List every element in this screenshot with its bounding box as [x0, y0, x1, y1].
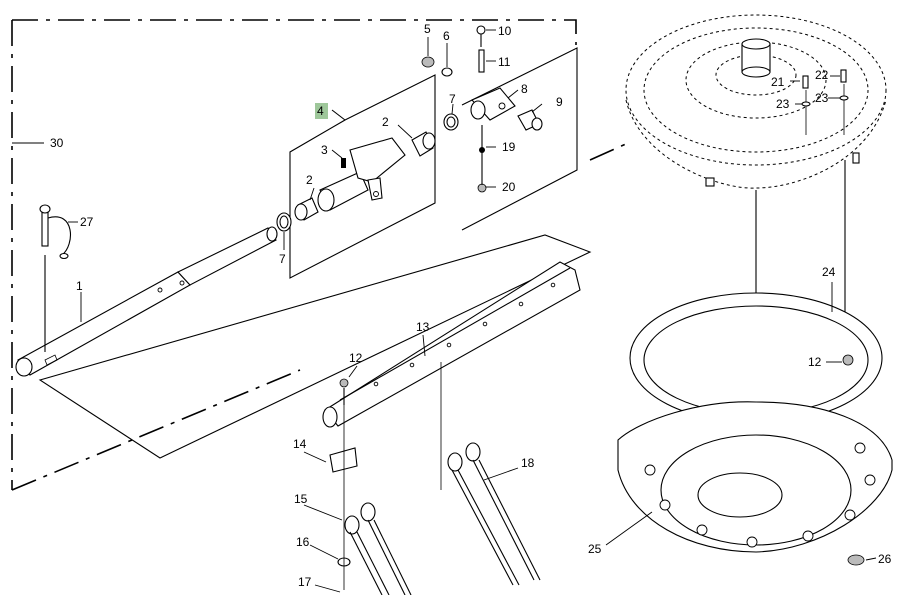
callout-13: 13	[416, 320, 430, 334]
callout-23-left: 23	[776, 97, 790, 111]
linch-pin-27	[39, 204, 71, 260]
bracket-14	[329, 447, 358, 473]
callout-labels: 30 1 27 4 2 3 2 7 7 5 6 10 11 8 9 19 20 …	[50, 22, 892, 589]
washer-7a	[276, 212, 292, 232]
callout-3: 3	[321, 143, 328, 157]
callout-24: 24	[822, 265, 836, 279]
bolt-21	[802, 75, 809, 135]
hardware-stack	[421, 25, 543, 193]
callout-14: 14	[293, 437, 307, 451]
highlight-callout-4	[315, 103, 328, 119]
bolt-12a	[339, 378, 349, 405]
leader-lines	[12, 29, 877, 593]
callout-12-right: 12	[808, 355, 822, 369]
rotor-disc-top	[625, 14, 887, 355]
callout-22: 22	[815, 68, 829, 82]
callout-21: 21	[771, 75, 785, 89]
callout-19: 19	[502, 140, 516, 154]
callout-27: 27	[80, 215, 94, 229]
callout-2-lower: 2	[306, 173, 313, 187]
washer-7b	[443, 113, 459, 131]
callout-15: 15	[294, 492, 308, 506]
callout-2-upper: 2	[382, 115, 389, 129]
callout-30: 30	[50, 136, 64, 150]
callout-23-right: 23	[815, 91, 829, 105]
callout-7-lower: 7	[279, 252, 286, 266]
assembly-lines	[343, 362, 442, 590]
nut-12b	[842, 354, 854, 366]
hardware-boundary	[461, 47, 578, 231]
callout-11: 11	[498, 55, 511, 69]
assembly-boundary-30	[11, 19, 629, 491]
shaft-1	[15, 226, 278, 377]
nut-26	[847, 554, 865, 566]
ring-24	[629, 292, 883, 424]
callout-4: 4	[317, 104, 324, 118]
mounting-plate	[38, 234, 592, 459]
callout-12-left: 12	[349, 351, 363, 365]
callout-26: 26	[878, 552, 892, 566]
grease-fitting-3	[341, 158, 346, 168]
washer-23	[801, 95, 849, 107]
bushing-2b	[411, 131, 436, 157]
callout-9: 9	[556, 95, 563, 109]
callout-16: 16	[296, 535, 310, 549]
spring-tine-18	[447, 442, 541, 586]
callout-8: 8	[521, 82, 528, 96]
callout-18: 18	[521, 456, 535, 470]
bushing-2a	[294, 197, 319, 221]
callout-10: 10	[498, 24, 512, 38]
tine-bar-13	[322, 261, 581, 428]
pan-25	[617, 401, 893, 553]
subassembly-box-4	[289, 74, 436, 279]
callout-20: 20	[502, 180, 516, 194]
callout-5: 5	[424, 22, 431, 36]
bolt-22	[840, 69, 847, 135]
yoke-8	[470, 87, 516, 121]
callout-1: 1	[76, 279, 83, 293]
callout-6: 6	[443, 29, 450, 43]
callout-25: 25	[588, 542, 602, 556]
bearing-housing	[317, 137, 406, 212]
callout-7-upper: 7	[449, 92, 456, 106]
callout-17: 17	[298, 575, 312, 589]
spring-tine-15	[344, 502, 412, 595]
